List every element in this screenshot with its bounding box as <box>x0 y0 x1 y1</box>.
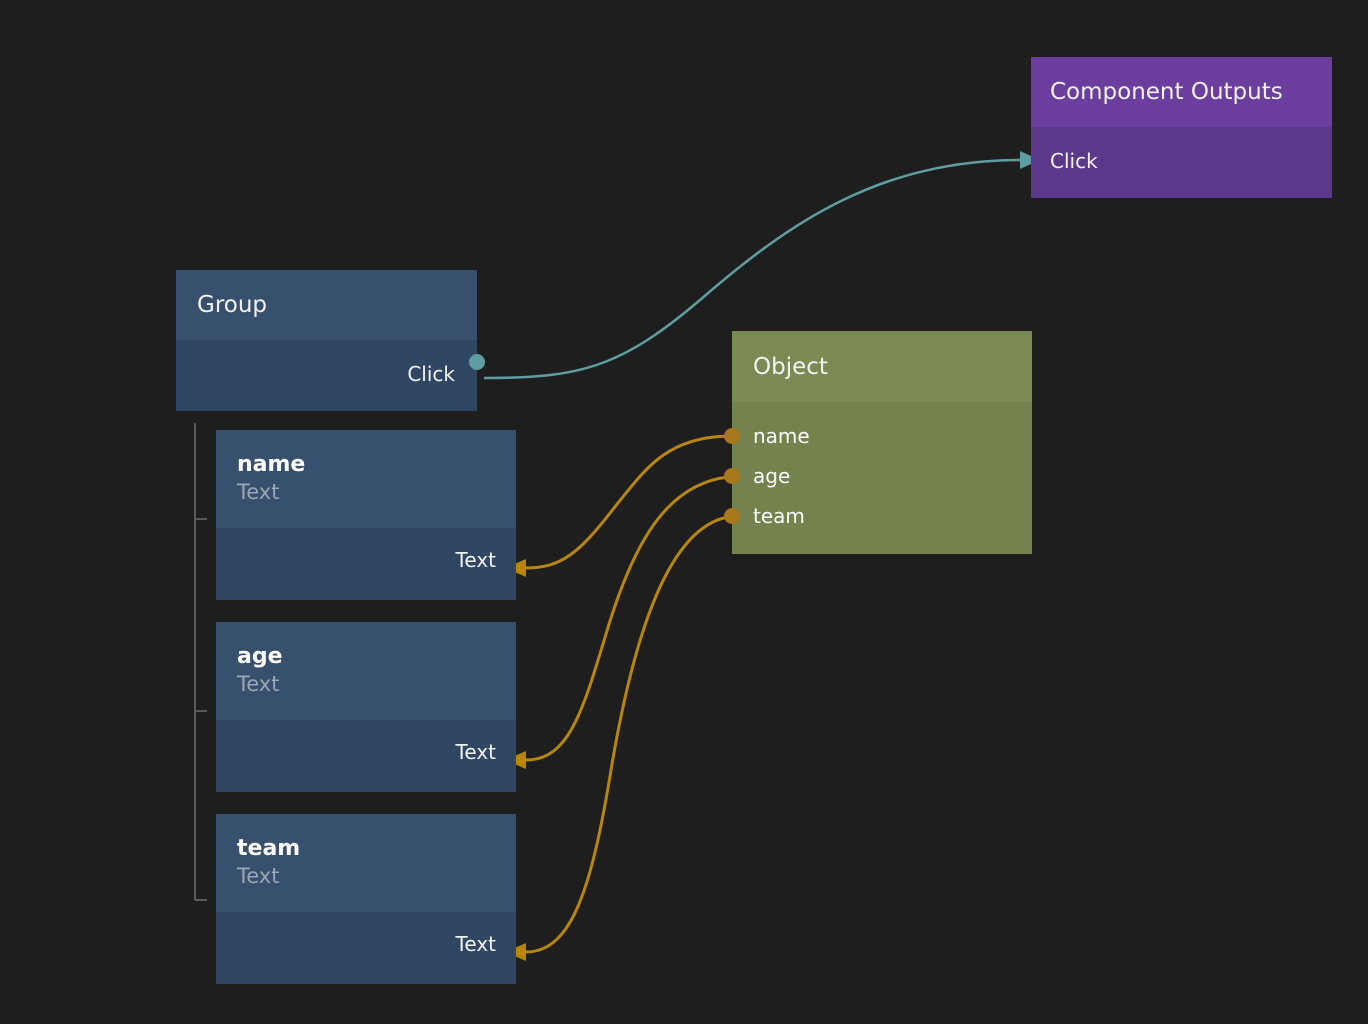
edge-path <box>525 515 729 954</box>
node-subnode-age-title: age <box>237 644 283 670</box>
port-row-component-outputs-click[interactable]: Click <box>1031 149 1332 173</box>
node-component-outputs-title: Component Outputs <box>1050 79 1283 105</box>
port-label-click: Click <box>1050 149 1098 173</box>
port-label-click: Click <box>407 362 455 386</box>
edge-object-team-to-subnode-team-text[interactable] <box>505 515 729 961</box>
node-object-body: name age team <box>724 402 1032 554</box>
node-subnode-name-header[interactable]: name Text <box>216 430 516 528</box>
event-port-dot-icon[interactable] <box>469 354 485 370</box>
node-group-body: Click <box>176 340 485 411</box>
node-subnode-age-subtitle: Text <box>237 671 280 696</box>
node-subnode-team-subtitle: Text <box>237 863 280 888</box>
object-port-age[interactable]: age <box>724 456 1032 496</box>
node-component-outputs-header[interactable]: Component Outputs <box>1031 57 1332 127</box>
port-label-text: Text <box>455 740 496 764</box>
node-subnode-team[interactable]: team Text Text <box>216 814 516 984</box>
edge-path <box>525 475 729 762</box>
node-subnode-team-body: Text <box>216 912 516 984</box>
node-subnode-age-header[interactable]: age Text <box>216 622 516 720</box>
node-group[interactable]: Group Click <box>176 270 485 411</box>
port-label-text: Text <box>455 932 496 956</box>
node-component-outputs[interactable]: Component Outputs Click <box>1031 57 1332 198</box>
edge-object-age-to-subnode-age-text[interactable] <box>505 475 729 769</box>
node-object[interactable]: Object name age team <box>724 331 1032 554</box>
node-subnode-name-title: name <box>237 452 306 478</box>
port-row-subnode-age-text[interactable]: Text <box>216 740 516 764</box>
data-port-dot-icon[interactable] <box>724 508 740 524</box>
node-object-header[interactable]: Object <box>732 331 1032 402</box>
node-component-outputs-body: Click <box>1031 127 1332 198</box>
data-port-dot-icon[interactable] <box>724 468 740 484</box>
node-group-title: Group <box>197 292 268 318</box>
port-row-group-click[interactable]: Click <box>176 362 477 386</box>
port-row-subnode-name-text[interactable]: Text <box>216 548 516 572</box>
data-port-dot-icon[interactable] <box>724 428 740 444</box>
object-port-label: team <box>753 504 805 528</box>
edge-object-name-to-subnode-name-text[interactable] <box>505 434 729 577</box>
port-row-subnode-team-text[interactable]: Text <box>216 932 516 956</box>
node-object-title: Object <box>753 353 828 380</box>
object-port-name[interactable]: name <box>724 416 1032 456</box>
object-port-label: name <box>753 424 810 448</box>
node-subnode-team-header[interactable]: team Text <box>216 814 516 912</box>
node-subnode-age-body: Text <box>216 720 516 792</box>
port-label-text: Text <box>455 548 496 572</box>
node-subnode-age[interactable]: age Text Text <box>216 622 516 792</box>
node-subnode-name[interactable]: name Text Text <box>216 430 516 600</box>
node-group-header[interactable]: Group <box>176 270 477 340</box>
object-port-label: age <box>753 464 791 488</box>
edge-path <box>525 434 729 570</box>
node-subnode-team-title: team <box>237 836 301 862</box>
object-port-team[interactable]: team <box>724 496 1032 536</box>
node-subnode-name-body: Text <box>216 528 516 600</box>
node-subnode-name-subtitle: Text <box>237 479 280 504</box>
